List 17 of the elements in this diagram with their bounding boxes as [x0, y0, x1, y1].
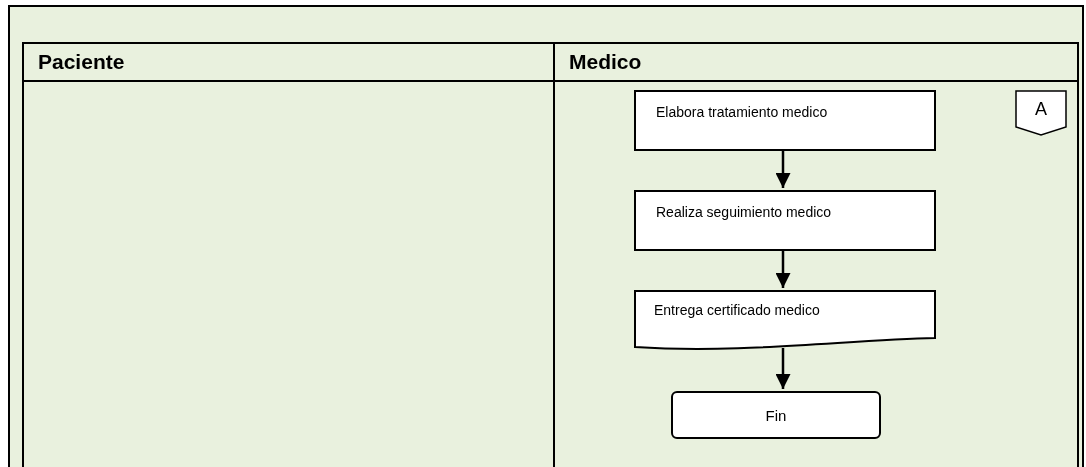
lane-header: Paciente	[24, 44, 553, 82]
lane-header: Medico	[555, 44, 1077, 82]
arrow	[775, 149, 791, 188]
terminal-box	[671, 391, 881, 439]
arrow	[775, 348, 791, 389]
process-box	[634, 90, 936, 151]
node-label: Elabora tratamiento medico	[656, 104, 828, 120]
node-label: Realiza seguimiento medico	[656, 204, 832, 220]
swimlane	[22, 42, 555, 467]
node-label: Fin	[765, 406, 787, 424]
document-shape	[634, 290, 936, 352]
process-box	[634, 190, 936, 251]
node-label: Entrega certificado medico	[654, 302, 820, 318]
arrow	[775, 249, 791, 288]
node-label: A	[1035, 98, 1047, 120]
off-page-connector	[1015, 90, 1067, 136]
swimlane	[553, 42, 1079, 467]
